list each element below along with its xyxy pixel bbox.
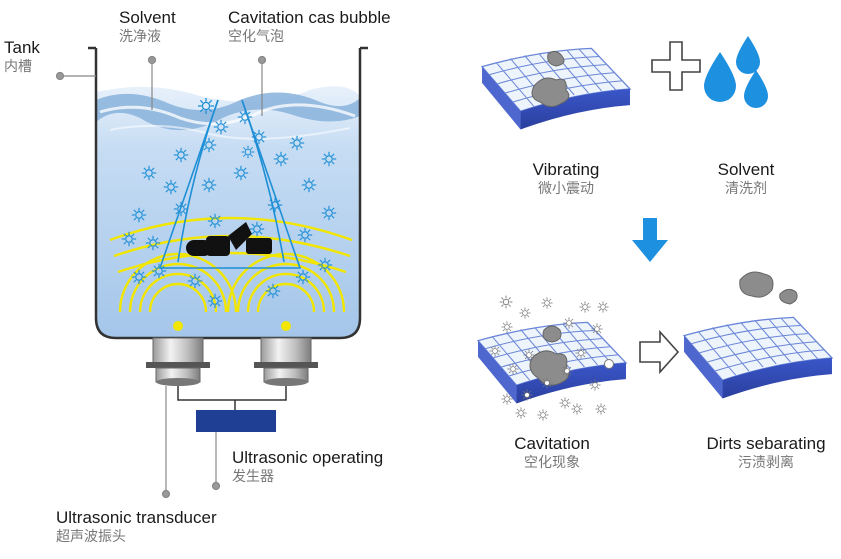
solvent-label: Solvent 洗净液: [119, 8, 176, 46]
bubble-label-en: Cavitation cas bubble: [228, 8, 391, 27]
dirts-label: Dirts sebarating 污渍剥离: [696, 434, 836, 472]
bubble-label: Cavitation cas bubble 空化气泡: [228, 8, 391, 46]
generator-label-zh: 发生器: [232, 469, 274, 485]
right-solvent-label-zh: 清洗剂: [725, 181, 767, 197]
callouts: [55, 55, 267, 499]
vibrating-label-en: Vibrating: [532, 160, 600, 179]
wave-source-right: [281, 321, 291, 331]
tank: [88, 46, 368, 340]
tank-label-zh: 内槽: [4, 59, 32, 75]
separated-dirt: [739, 271, 798, 305]
plate-clean: [683, 316, 833, 400]
dirty-object: [186, 222, 272, 256]
plus-icon: [651, 41, 701, 91]
dirts-label-zh: 污渍剥离: [738, 455, 794, 471]
transducer-label: Ultrasonic transducer 超声波振头: [56, 508, 217, 546]
wave-source-left: [173, 321, 183, 331]
wiring: [177, 386, 287, 410]
right-solvent-label: Solvent 清洗剂: [710, 160, 782, 198]
right-solvent-label-en: Solvent: [717, 160, 775, 179]
transducer-label-en: Ultrasonic transducer: [56, 508, 217, 527]
generator-label: Ultrasonic operating 发生器: [232, 448, 383, 486]
right-arrow-icon: [639, 329, 680, 375]
cavitation-label: Cavitation 空化现象: [506, 434, 598, 472]
transducer-left: [146, 337, 210, 386]
generator-label-en: Ultrasonic operating: [232, 448, 384, 467]
cavitation-label-zh: 空化现象: [524, 455, 580, 471]
vibrating-label: Vibrating 微小震动: [524, 160, 608, 198]
transducer-label-zh: 超声波振头: [56, 529, 126, 545]
generator-box: [196, 410, 276, 432]
solvent-label-zh: 洗净液: [119, 29, 161, 45]
tank-label-en: Tank: [4, 38, 40, 57]
down-arrow-icon: [632, 218, 668, 262]
dirts-label-en: Dirts sebarating: [706, 434, 826, 453]
plate-vibrating: [481, 47, 631, 131]
tank-label: Tank 内槽: [4, 38, 40, 76]
solvent-droplets-icon: [704, 36, 768, 108]
cavitation-label-en: Cavitation: [514, 434, 590, 453]
transducer-right: [254, 337, 318, 386]
vibrating-label-zh: 微小震动: [538, 181, 594, 197]
bubble-label-zh: 空化气泡: [228, 29, 284, 45]
solvent-label-en: Solvent: [119, 8, 176, 27]
plate-cavitation: [477, 321, 627, 405]
